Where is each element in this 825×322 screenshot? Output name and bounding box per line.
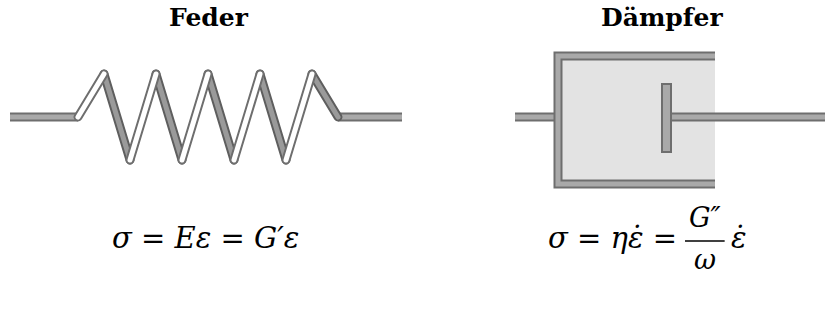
spring-coil-front — [130, 74, 156, 160]
piston-rod — [666, 115, 825, 120]
spring-coil-back — [104, 74, 130, 160]
spring-lead — [10, 113, 78, 122]
fraction-bar — [685, 240, 725, 242]
spring-coil-front — [234, 74, 260, 160]
spring-coil-front — [286, 74, 312, 160]
damper-rod — [515, 113, 558, 122]
title: Dämpfer — [601, 4, 723, 33]
spring-lead — [10, 115, 78, 120]
spring-coil-back — [208, 74, 234, 160]
spring-coil-front — [182, 74, 208, 160]
damper-rod — [515, 115, 558, 120]
fraction-denominator: ω — [694, 244, 716, 275]
spring-coil-back — [104, 74, 130, 160]
spring-coil-front — [130, 74, 156, 160]
spring-coil-back — [312, 74, 338, 117]
spring-coil-back — [260, 74, 286, 160]
spring-lead — [338, 113, 402, 122]
spring-symbol — [10, 74, 402, 160]
piston-rod — [666, 113, 825, 122]
spring-coil-front — [182, 74, 208, 160]
spring-lead — [338, 115, 402, 120]
spring-coil-front — [286, 74, 312, 160]
spring-coil-front — [78, 74, 104, 117]
formula: σ = Eε = G′ε — [112, 222, 299, 255]
spring-coil-front — [78, 74, 104, 117]
spring-coil-front — [234, 74, 260, 160]
spring-coil-back — [156, 74, 182, 160]
spring-coil-back — [156, 74, 182, 160]
spring-coil-back — [208, 74, 234, 160]
formula: σ = ηε̇ = — [548, 222, 677, 255]
spring-coil-back — [260, 74, 286, 160]
spring-coil-back — [312, 74, 338, 117]
fraction-numerator: G″ — [689, 202, 721, 233]
piston-plate — [662, 84, 671, 152]
damper-symbol — [515, 56, 825, 184]
formula: ε̇ — [731, 222, 747, 255]
title: Feder — [169, 4, 248, 33]
